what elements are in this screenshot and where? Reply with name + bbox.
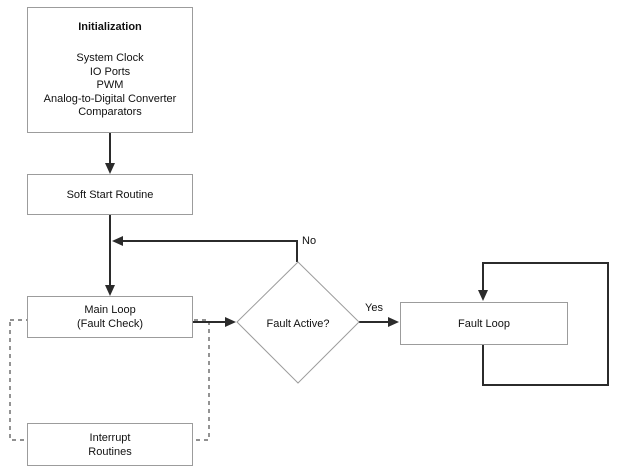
- arrowhead-decision-yes-to-faultloop: [388, 317, 399, 327]
- init-item: Analog-to-Digital Converter: [43, 92, 177, 105]
- node-main-loop-line: Main Loop: [84, 304, 136, 316]
- node-initialization-items: System Clock IO Ports PWM Analog-to-Digi…: [44, 52, 177, 120]
- node-initialization: Initialization System Clock IO Ports PWM…: [27, 7, 193, 133]
- init-item: PWM: [96, 79, 124, 91]
- dashed-group-rect: [9, 319, 210, 441]
- arrowhead-mainloop-to-decision: [225, 317, 236, 327]
- decision-label: Fault Active?: [266, 318, 330, 330]
- node-soft-start-routine: Soft Start Routine: [27, 174, 193, 215]
- node-main-loop-line: (Fault Check): [76, 318, 144, 330]
- node-fault-loop-label: Fault Loop: [458, 317, 510, 330]
- node-interrupt-routines: Interrupt Routines: [27, 423, 193, 466]
- node-interrupt-line: Interrupt: [89, 431, 131, 444]
- edge-label-no: No: [302, 235, 317, 247]
- arrowhead-faultloop-selfloop: [478, 290, 488, 301]
- node-soft-start-label: Soft Start Routine: [66, 188, 154, 201]
- init-item: IO Ports: [89, 65, 131, 78]
- node-fault-loop: Fault Loop: [400, 302, 568, 345]
- init-item: System Clock: [76, 52, 144, 64]
- arrowhead-init-to-softstart: [105, 163, 115, 174]
- node-initialization-title: Initialization: [78, 21, 142, 33]
- edge-faultloop-selfloop: [482, 262, 609, 386]
- node-main-loop: Main Loop (Fault Check): [27, 296, 193, 338]
- node-interrupt-line: Routines: [88, 445, 132, 458]
- decision-diamond-shape: [236, 261, 360, 384]
- init-item: Comparators: [78, 106, 142, 118]
- edge-decision-no-feedback: [123, 240, 298, 262]
- edge-label-yes: Yes: [365, 302, 383, 314]
- arrowhead-softstart-to-mainloop: [105, 285, 115, 296]
- arrowhead-decision-no-feedback: [112, 236, 123, 246]
